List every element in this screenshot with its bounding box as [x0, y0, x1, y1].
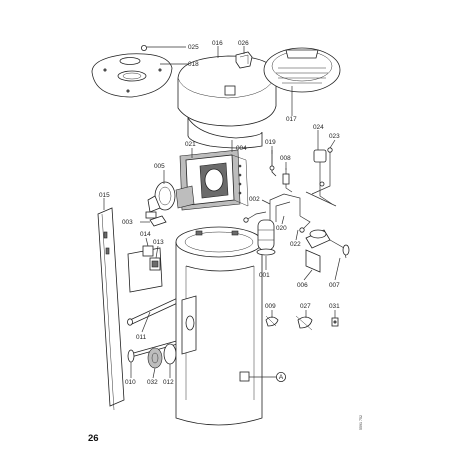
label-032: 032 — [147, 379, 158, 386]
callout-a: A — [275, 371, 286, 382]
label-010: 010 — [125, 379, 136, 386]
label-005: 005 — [154, 163, 165, 170]
filter-drier-006-007 — [305, 229, 350, 273]
evaporator-housing-021 — [179, 149, 249, 211]
insulation-shell-016 — [177, 55, 277, 149]
refrigerant-piping-002-020-022 — [243, 150, 311, 233]
label-009: 009 — [265, 303, 276, 310]
label-023: 023 — [329, 133, 340, 140]
leader-lines — [103, 46, 341, 379]
label-014: 014 — [140, 231, 151, 238]
callout-a-label: A — [279, 374, 284, 381]
label-026: 026 — [238, 40, 249, 47]
label-006: 006 — [297, 282, 308, 289]
compressor-001 — [256, 219, 276, 256]
label-022: 022 — [290, 241, 301, 248]
label-003: 003 — [122, 219, 133, 226]
front-panel-015 — [97, 207, 125, 411]
label-002: 002 — [249, 196, 260, 203]
sensor-008 — [282, 168, 293, 193]
control-box-014-013 — [127, 245, 163, 293]
label-016: 016 — [212, 40, 223, 47]
label-019: 019 — [265, 139, 276, 146]
anode-flange-010-032-012 — [127, 339, 182, 369]
bracket-003 — [149, 215, 167, 227]
label-008: 008 — [280, 155, 291, 162]
label-004: 004 — [236, 145, 247, 152]
lid-plate-018 — [91, 45, 173, 98]
label-012: 012 — [163, 379, 174, 386]
label-001: 001 — [259, 272, 270, 279]
label-025: 025 — [188, 44, 199, 51]
label-021: 021 — [185, 141, 196, 148]
label-027: 027 — [300, 303, 311, 310]
fan-motor-005 — [145, 181, 195, 219]
label-017: 017 — [286, 116, 297, 123]
rod-011 — [127, 295, 185, 326]
label-013: 013 — [153, 239, 164, 246]
label-018: 018 — [188, 61, 199, 68]
side-reference: 5591 752 — [359, 415, 363, 430]
water-tank — [175, 226, 263, 426]
page-number: 26 — [88, 433, 99, 444]
part-labels: 025 016 026 018 017 021 004 019 024 023 … — [99, 40, 340, 386]
label-015: 015 — [99, 192, 110, 199]
clip-026 — [235, 51, 253, 69]
label-011: 011 — [136, 334, 147, 341]
small-parts-009-027-031 — [265, 315, 339, 331]
label-031: 031 — [329, 303, 340, 310]
expansion-valve-024-023 — [305, 147, 337, 207]
label-007: 007 — [329, 282, 340, 289]
label-024: 024 — [313, 124, 324, 131]
label-020: 020 — [276, 225, 287, 232]
grille-cover-017 — [263, 47, 341, 93]
